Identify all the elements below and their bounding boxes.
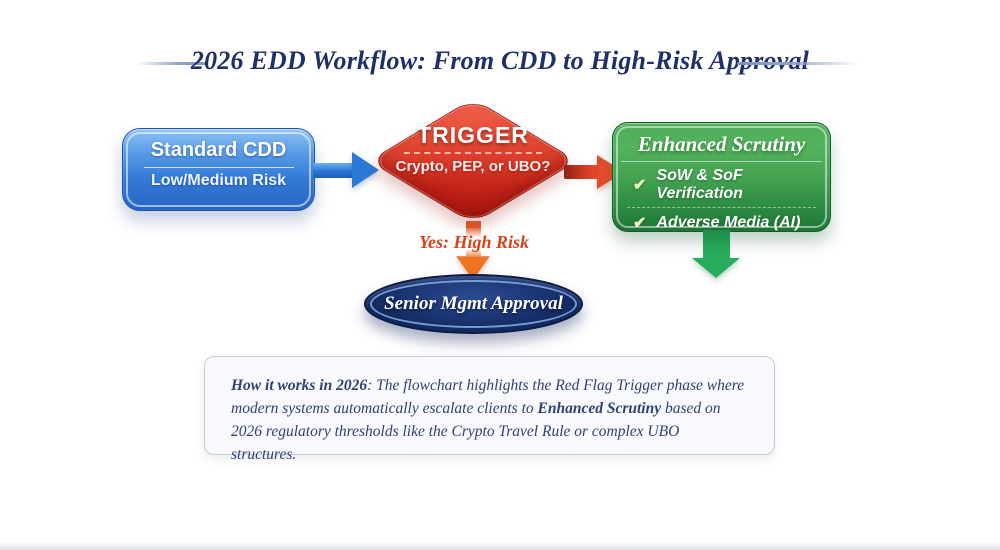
trigger-dashed-divider [404,152,542,154]
trigger-title: TRIGGER [417,122,529,148]
checkmark-icon: ✔ [633,177,647,194]
title-rule-right [737,62,859,65]
note-segment: How it works in 2026 [231,377,368,394]
how-it-works-note: How it works in 2026: The flowchart high… [204,356,775,463]
diagram-header: 2026 EDD Workflow: From CDD to High-Risk… [0,46,1000,82]
enhanced-scrutiny-divider [621,161,822,162]
page-title: 2026 EDD Workflow: From CDD to High-Risk… [190,46,810,75]
arrow-down-green-head-icon [692,258,740,278]
note-segment: based on 2026 regulatory thresholds like… [231,400,721,463]
arrow-down-green-icon [703,230,730,259]
arrow-right-blue-icon [313,163,353,178]
title-rule-left [136,62,208,65]
arrow-right-red-icon [564,165,598,179]
enhanced-scrutiny-title: Enhanced Scrutiny [637,132,806,156]
note-paragraph: How it works in 2026: The flowchart high… [231,374,748,466]
standard-cdd-title: Standard CDD [150,139,287,161]
checkmark-icon: ✔ [633,215,647,232]
scrutiny-item-label: SoW & SoF Verification [656,167,743,202]
node-enhanced-scrutiny: Enhanced Scrutiny ✔ SoW & SoF Verificati… [612,122,831,232]
node-senior-mgmt-approval: Senior Mgmt Approval [364,274,583,334]
node-standard-cdd: Standard CDD Low/Medium Risk [122,128,315,211]
note-segment: : The flowchart highlights the Red Flag … [231,377,745,417]
bottom-shade-decoration [0,541,1000,550]
arrow-right-blue-head-icon [352,152,379,188]
approval-title: Senior Mgmt Approval [384,293,563,314]
standard-cdd-divider [143,167,294,168]
scrutiny-dashed-divider [627,207,816,208]
standard-cdd-subtitle: Low/Medium Risk [150,172,287,189]
list-item: ✔ SoW & SoF Verification [613,162,830,207]
yes-high-risk-label: Yes: High Risk [418,232,529,252]
yes-high-risk-band: Yes: High Risk [388,228,560,257]
scrutiny-item-label: Adverse Media (AI) [656,214,801,231]
trigger-diamond-content: TRIGGER Crypto, PEP, or UBO? [368,122,578,175]
list-item: ✔ Adverse Media (AI) [613,208,830,237]
note-segment: Enhanced Scrutiny [537,400,662,417]
trigger-question: Crypto, PEP, or UBO? [395,158,551,175]
